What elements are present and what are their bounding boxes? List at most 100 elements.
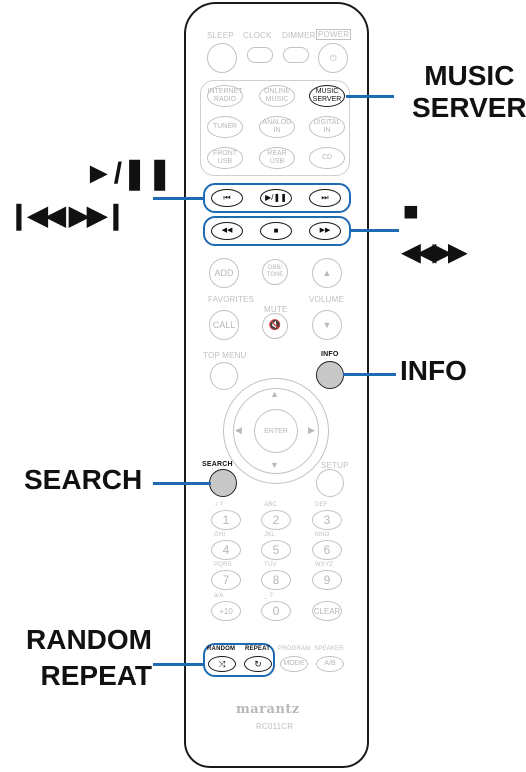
search-label: SEARCH <box>202 461 233 468</box>
numpad-button-1[interactable]: 1 <box>211 510 241 530</box>
info-label: INFO <box>321 351 339 358</box>
repeat-button[interactable]: ↻ <box>244 656 272 672</box>
numpad-letters-label: TUV <box>264 562 277 568</box>
stop-icon: ■ <box>273 226 279 235</box>
triangle-up-icon: ▲ <box>322 268 332 278</box>
fast-forward-icon: ▶▶ <box>319 227 331 234</box>
fast-forward-button[interactable]: ▶▶ <box>309 222 341 240</box>
numpad-button-6[interactable]: 6 <box>312 540 342 560</box>
sleep-button[interactable] <box>207 43 237 73</box>
arrow-down-icon[interactable]: ▼ <box>270 460 279 470</box>
rewind-button[interactable]: ◀◀ <box>211 222 243 240</box>
cd-button[interactable]: CD <box>309 147 345 169</box>
numpad-letters-label: DEF <box>315 502 328 508</box>
source-button-group <box>200 80 350 176</box>
rewind-fast-forward-callout: ◀◀▶▶ <box>402 239 467 266</box>
stop-button[interactable]: ■ <box>260 222 292 240</box>
playback-callout-line <box>153 197 203 200</box>
search-callout: SEARCH <box>24 464 143 495</box>
call-button[interactable]: CALL <box>209 310 239 340</box>
random-repeat-callout-line <box>153 663 203 666</box>
numpad-letters-label: MNO <box>315 532 330 538</box>
numpad-letters-label: JKL <box>264 532 275 538</box>
rewind-icon: ◀◀ <box>221 227 233 234</box>
music-server-button[interactable]: MUSIC SERVER <box>309 85 345 107</box>
clock-button[interactable] <box>247 47 273 63</box>
random-label: RANDOM <box>207 646 236 652</box>
top-menu-button[interactable] <box>210 362 238 390</box>
info-callout-line <box>343 373 396 376</box>
numpad-button-5[interactable]: 5 <box>261 540 291 560</box>
search-callout-line <box>153 482 211 485</box>
info-button[interactable] <box>316 361 344 389</box>
numpad-letters-label: WXYZ <box>315 562 334 568</box>
setup-button[interactable] <box>316 469 344 497</box>
music-server-callout: MUSIC SERVER <box>412 60 526 123</box>
search-button[interactable] <box>209 469 237 497</box>
analog-in-button[interactable]: ANALOG IN <box>259 116 295 138</box>
skip-callout: ❙◀◀ ▶▶❙ <box>8 200 127 230</box>
rear-usb-button[interactable]: REAR USB <box>259 147 295 169</box>
numpad-letters-label: a/A <box>214 593 224 599</box>
mode-button[interactable]: MODE <box>280 656 308 672</box>
numpad-button-clear[interactable]: CLEAR <box>312 601 342 621</box>
info-callout: INFO <box>400 355 467 386</box>
arrow-right-icon[interactable]: ▶ <box>308 425 315 435</box>
volume-down-button[interactable]: ▼ <box>312 310 342 340</box>
random-button[interactable]: ⤨ <box>208 656 236 672</box>
numpad-button-0[interactable]: 0 <box>261 601 291 621</box>
dimmer-label: DIMMER <box>282 31 316 40</box>
power-button[interactable]: ⏻ <box>318 43 348 73</box>
directional-pad[interactable] <box>223 378 329 484</box>
power-icon: ⏻ <box>329 52 337 63</box>
numpad-button-7[interactable]: 7 <box>211 570 241 590</box>
numpad-button-9[interactable]: 9 <box>312 570 342 590</box>
favorites-label: FAVORITES <box>208 295 255 304</box>
previous-button[interactable]: ⏮ <box>211 189 243 207</box>
mute-button[interactable]: 🔇 <box>262 313 288 339</box>
shuffle-icon: ⤨ <box>218 659 226 669</box>
arrow-up-icon[interactable]: ▲ <box>270 389 279 399</box>
stop-callout: ■ <box>403 196 419 226</box>
playback-highlight-box <box>203 183 351 213</box>
numpad-button-10[interactable]: +10 <box>211 601 241 621</box>
directional-pad-inner-ring <box>233 388 319 474</box>
top-menu-label: TOP MENU <box>203 351 247 360</box>
internet-radio-button[interactable]: INTERNET RADIO <box>207 85 243 107</box>
play-pause-button[interactable]: ▶/❚❚ <box>260 189 292 207</box>
enter-button[interactable]: ENTER <box>254 409 298 453</box>
next-button[interactable]: ⏭ <box>309 189 341 207</box>
volume-label: VOLUME <box>309 295 344 304</box>
random-repeat-callout: RANDOM REPEAT <box>26 624 152 691</box>
stop-search-callout-line <box>351 229 399 232</box>
dimmer-button[interactable] <box>283 47 309 63</box>
play-pause-icon: ▶/❚❚ <box>265 193 287 202</box>
ab-button[interactable]: A/B <box>316 656 344 672</box>
speaker-mute-icon: 🔇 <box>268 320 282 331</box>
numpad-button-2[interactable]: 2 <box>261 510 291 530</box>
add-button[interactable]: ADD <box>209 258 239 288</box>
setup-label: SETUP <box>321 461 349 470</box>
dbb-tone-button[interactable]: DBB/ TONE <box>262 259 288 285</box>
numpad-button-8[interactable]: 8 <box>261 570 291 590</box>
repeat-icon: ↻ <box>254 659 262 669</box>
random-repeat-highlight-box <box>203 643 275 677</box>
numpad-letters-label: ABC <box>264 502 277 508</box>
arrow-left-icon[interactable]: ◀ <box>235 425 242 435</box>
volume-up-button[interactable]: ▲ <box>312 258 342 288</box>
mute-label: MUTE <box>264 305 288 314</box>
clock-label: CLOCK <box>243 31 272 40</box>
front-usb-button[interactable]: FRONT USB <box>207 147 243 169</box>
tuner-button[interactable]: TUNER <box>207 116 243 138</box>
enter-label: ENTER <box>264 427 288 435</box>
sleep-label: SLEEP <box>207 31 234 40</box>
power-label: POWER <box>316 29 352 40</box>
numpad-button-4[interactable]: 4 <box>211 540 241 560</box>
numpad-button-3[interactable]: 3 <box>312 510 342 530</box>
digital-in-button[interactable]: DIGITAL IN <box>309 116 345 138</box>
repeat-label: REPEAT <box>245 646 271 652</box>
brand-logo: marantz <box>236 702 300 717</box>
numpad-letters-label: PQRS <box>214 562 232 568</box>
online-music-button[interactable]: ONLINE MUSIC <box>259 85 295 107</box>
skip-back-icon: ⏮ <box>223 193 231 202</box>
